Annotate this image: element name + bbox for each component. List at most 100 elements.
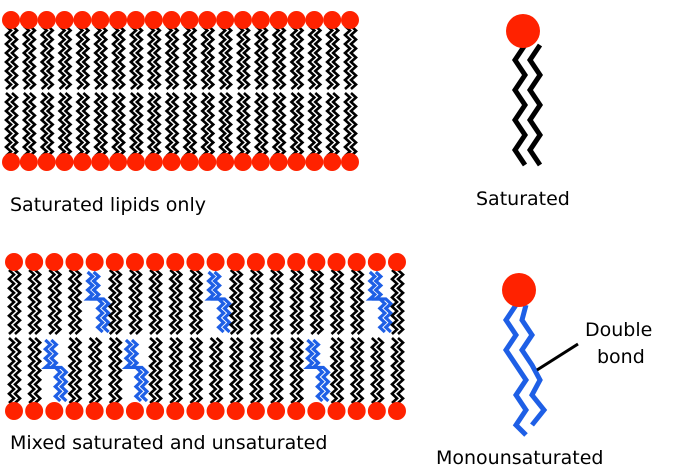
saturated-tail <box>325 25 335 90</box>
saturated-tail <box>27 25 37 90</box>
saturated-tail <box>27 337 37 404</box>
saturated-tail <box>218 92 228 157</box>
saturated-tail <box>99 25 109 90</box>
saturated-tail <box>134 92 144 157</box>
saturated-tail <box>117 25 126 90</box>
saturated-tail <box>81 25 91 90</box>
saturated-tail <box>200 25 210 90</box>
saturated-tail <box>259 25 269 90</box>
lipid-head <box>388 253 406 271</box>
saturated-tail <box>39 25 49 90</box>
lipid-head <box>246 402 265 420</box>
saturated-tail <box>107 269 117 335</box>
saturated-tail <box>343 92 352 157</box>
lipid-head <box>144 153 163 171</box>
lipid-head <box>5 253 23 271</box>
saturated-tail <box>200 92 210 157</box>
single-saturated-lipid <box>506 14 544 167</box>
saturated-tail <box>194 269 204 335</box>
saturated-tail <box>146 92 156 157</box>
saturated-tail <box>271 92 281 157</box>
saturated-tail <box>53 269 63 335</box>
lipid-head <box>307 402 326 420</box>
lipid-head <box>216 11 235 29</box>
lipid-head <box>105 402 124 420</box>
saturated-tail <box>206 25 216 90</box>
saturated-tail <box>168 337 178 404</box>
saturated-tail <box>228 337 238 404</box>
saturated-tail <box>113 269 123 335</box>
saturated-tail <box>313 25 323 90</box>
lipid-head <box>251 153 270 171</box>
saturated-tail <box>289 269 299 335</box>
lipid-head <box>216 153 235 171</box>
saturated-tail <box>254 269 264 335</box>
lipid-head <box>125 253 144 271</box>
saturated-tail <box>148 337 158 404</box>
saturated-tail <box>39 92 49 157</box>
lipid-head <box>146 253 165 271</box>
saturated-membrane <box>2 11 359 171</box>
lipid-head <box>198 153 217 171</box>
saturated-tail <box>313 92 323 157</box>
saturated-tail <box>4 25 13 90</box>
lipid-head <box>206 402 225 420</box>
lipid-head <box>5 402 23 420</box>
saturated-tail <box>349 92 358 157</box>
saturated-tail <box>325 92 335 157</box>
lipid-head <box>307 253 326 271</box>
saturated-tail <box>7 337 16 404</box>
saturated-tail <box>349 269 359 335</box>
lipid-head <box>65 402 84 420</box>
saturated-tail <box>307 92 317 157</box>
saturated-tail <box>329 269 339 335</box>
saturated-tail <box>511 43 529 167</box>
saturated-tail <box>33 337 43 404</box>
saturated-tail <box>253 25 263 90</box>
lipid-head <box>180 11 199 29</box>
lipid-head <box>323 153 342 171</box>
lipid-head <box>367 402 386 420</box>
saturated-tail <box>295 269 305 335</box>
lipid-head <box>323 11 342 29</box>
saturated-tail <box>170 25 180 90</box>
saturated-tail <box>45 25 55 90</box>
lipid-head <box>65 253 84 271</box>
lipid-head <box>45 402 64 420</box>
saturated-tail <box>194 337 204 404</box>
lipid-head <box>186 253 205 271</box>
lipid-head <box>327 253 346 271</box>
unsaturated-tail <box>47 338 69 403</box>
saturated-tail <box>10 92 19 157</box>
saturated-tail <box>81 92 91 157</box>
lipid-head <box>37 11 56 29</box>
unsaturated-tail <box>210 270 232 334</box>
saturated-tail <box>206 92 216 157</box>
saturated-tail <box>4 92 13 157</box>
lipid-head <box>19 153 38 171</box>
saturated-tail <box>331 25 341 90</box>
saturated-tail <box>93 25 103 90</box>
lipid-head <box>347 402 366 420</box>
lipid-head <box>267 253 286 271</box>
lipid-head <box>25 402 44 420</box>
lipid-head <box>55 153 74 171</box>
saturated-tail <box>188 269 198 335</box>
lipid-head <box>180 153 199 171</box>
saturated-tail <box>289 25 299 90</box>
lipid-head <box>109 153 128 171</box>
saturated-tail <box>289 337 299 404</box>
lipid-head <box>206 253 225 271</box>
saturated-tail <box>107 337 117 404</box>
saturated-tail <box>375 337 385 404</box>
saturated-tail <box>214 337 224 404</box>
saturated-tail <box>152 92 162 157</box>
saturated-tail <box>164 92 174 157</box>
saturated-label: Saturated <box>476 188 570 210</box>
saturated-tail <box>254 337 264 404</box>
saturated-tail <box>390 269 399 335</box>
saturated-tail <box>224 92 234 157</box>
monounsaturated-label: Monounsaturated <box>436 447 604 469</box>
lipid-head <box>347 253 366 271</box>
